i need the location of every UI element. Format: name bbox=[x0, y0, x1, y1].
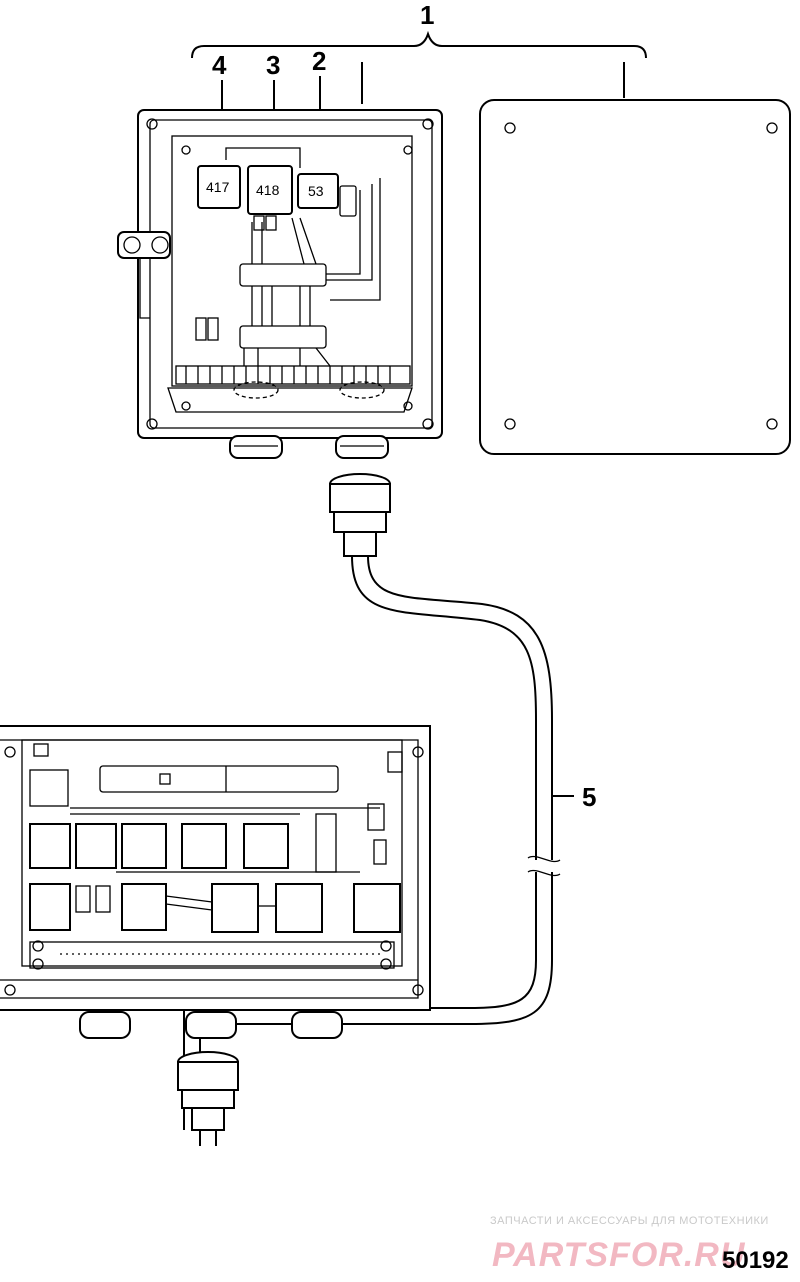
relay-53-label: 53 bbox=[308, 183, 324, 199]
harness-upper-connector bbox=[329, 473, 391, 557]
callout-5: 5 bbox=[582, 782, 596, 812]
figure-number: 50192 bbox=[722, 1247, 789, 1274]
relay-53 bbox=[297, 173, 339, 209]
upper-junction-box bbox=[117, 109, 443, 439]
upper-grommet-left bbox=[229, 435, 283, 459]
upper-terminal-strip bbox=[185, 366, 391, 384]
relay-418 bbox=[247, 165, 293, 215]
relay-417-label: 417 bbox=[206, 179, 230, 195]
watermark-tagline: ЗАПЧАСТИ И АКСЕССУАРЫ ДЛЯ МОТОТЕХНИКИ bbox=[490, 1215, 769, 1227]
callout-2: 2 bbox=[312, 46, 326, 76]
lower-grommet-middle bbox=[185, 1011, 237, 1039]
callout-1: 1 bbox=[420, 0, 434, 30]
junction-box-cover bbox=[479, 99, 791, 455]
relay-418-label: 418 bbox=[256, 182, 280, 198]
upper-grommet-right bbox=[335, 435, 389, 459]
lower-control-panel bbox=[0, 725, 431, 1011]
lower-grommet-right bbox=[291, 1011, 343, 1039]
harness-lower-connector bbox=[177, 1051, 239, 1146]
callout-3: 3 bbox=[266, 50, 280, 80]
relay-417 bbox=[197, 165, 241, 209]
callout-4: 4 bbox=[212, 50, 227, 80]
lower-grommet-left bbox=[79, 1011, 131, 1039]
watermark-brand: PARTSFOR.RU bbox=[492, 1236, 746, 1274]
callout-1-bracket bbox=[191, 30, 647, 104]
